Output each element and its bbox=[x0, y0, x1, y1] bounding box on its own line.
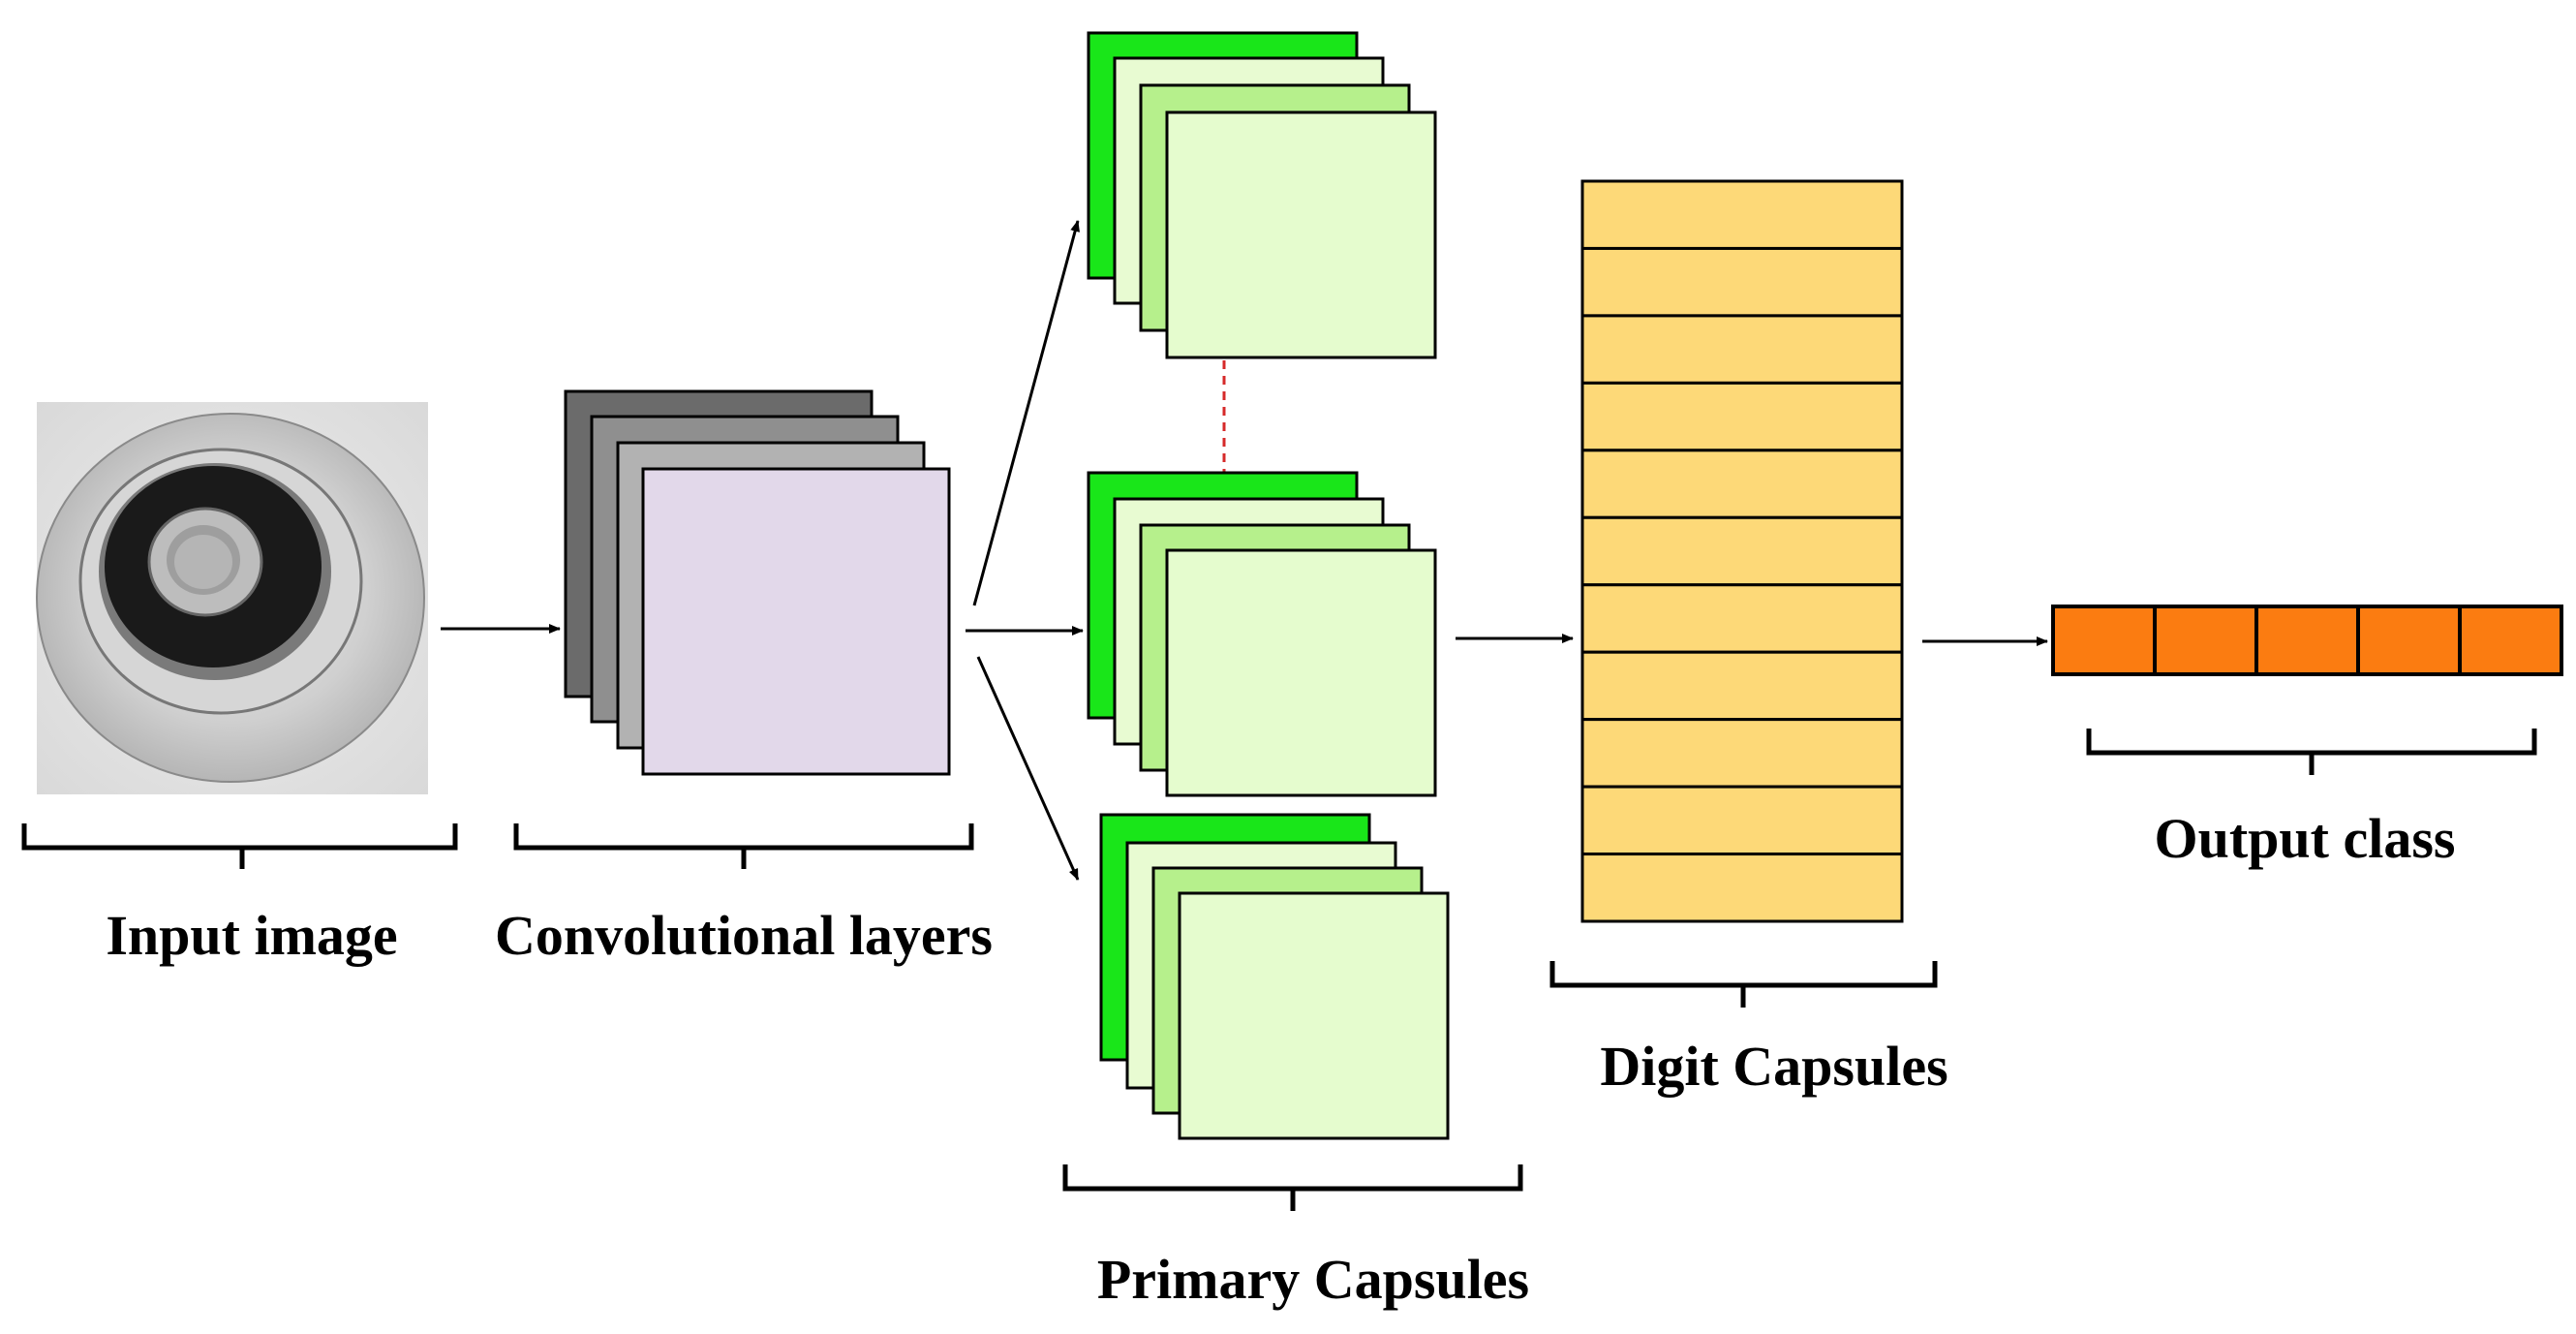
label-primary-capsules: Primary Capsules bbox=[1097, 1248, 1529, 1311]
digit-capsule-row bbox=[1580, 853, 1904, 923]
primary-capsule-map bbox=[1165, 548, 1437, 797]
digit-capsule-row bbox=[1580, 515, 1904, 587]
digit-capsule-row bbox=[1580, 314, 1904, 385]
flow-arrows bbox=[441, 220, 2048, 881]
output-class-cell bbox=[2051, 605, 2157, 676]
digit-capsule-row bbox=[1580, 179, 1904, 250]
arrow-conv-to-primary-top bbox=[972, 220, 1080, 606]
digit-capsule-row bbox=[1580, 718, 1904, 789]
digit-capsules-column bbox=[1580, 179, 1904, 923]
conv-layers-stack bbox=[564, 389, 951, 776]
primary-capsule-map bbox=[1178, 891, 1450, 1140]
output-class-cell bbox=[2254, 605, 2360, 676]
primary-capsule-map bbox=[1165, 110, 1437, 359]
label-input-image: Input image bbox=[106, 904, 397, 967]
digit-capsule-row bbox=[1580, 650, 1904, 722]
bracket-input-image bbox=[21, 823, 458, 869]
label-output-class: Output class bbox=[2154, 807, 2455, 870]
output-class-cell bbox=[2458, 605, 2563, 676]
output-class-vector bbox=[2051, 605, 2563, 676]
brackets bbox=[21, 729, 2537, 1211]
input-image-photo bbox=[36, 402, 428, 794]
output-class-cell bbox=[2356, 605, 2462, 676]
output-class-cell bbox=[2153, 605, 2258, 676]
bracket-conv-layers bbox=[513, 823, 974, 869]
primary-capsule-stack-middle bbox=[1087, 471, 1437, 797]
digit-capsule-row bbox=[1580, 583, 1904, 654]
labels: Input image Convolutional layers Primary… bbox=[106, 807, 2455, 1311]
bracket-digit-capsules bbox=[1549, 961, 1938, 1008]
digit-capsule-row bbox=[1580, 381, 1904, 452]
bracket-output-class bbox=[2086, 729, 2537, 775]
label-conv-layers: Convolutional layers bbox=[495, 904, 993, 967]
label-digit-capsules: Digit Capsules bbox=[1600, 1035, 1947, 1098]
bracket-primary-capsules bbox=[1062, 1164, 1523, 1211]
primary-capsule-stack-top bbox=[1087, 31, 1437, 359]
digit-capsule-row bbox=[1580, 246, 1904, 318]
arrow-conv-to-primary-bottom bbox=[976, 656, 1080, 881]
conv-layer-map bbox=[641, 467, 951, 776]
primary-capsule-stack-bottom bbox=[1099, 813, 1450, 1140]
digit-capsule-row bbox=[1580, 785, 1904, 856]
digit-capsule-row bbox=[1580, 449, 1904, 519]
